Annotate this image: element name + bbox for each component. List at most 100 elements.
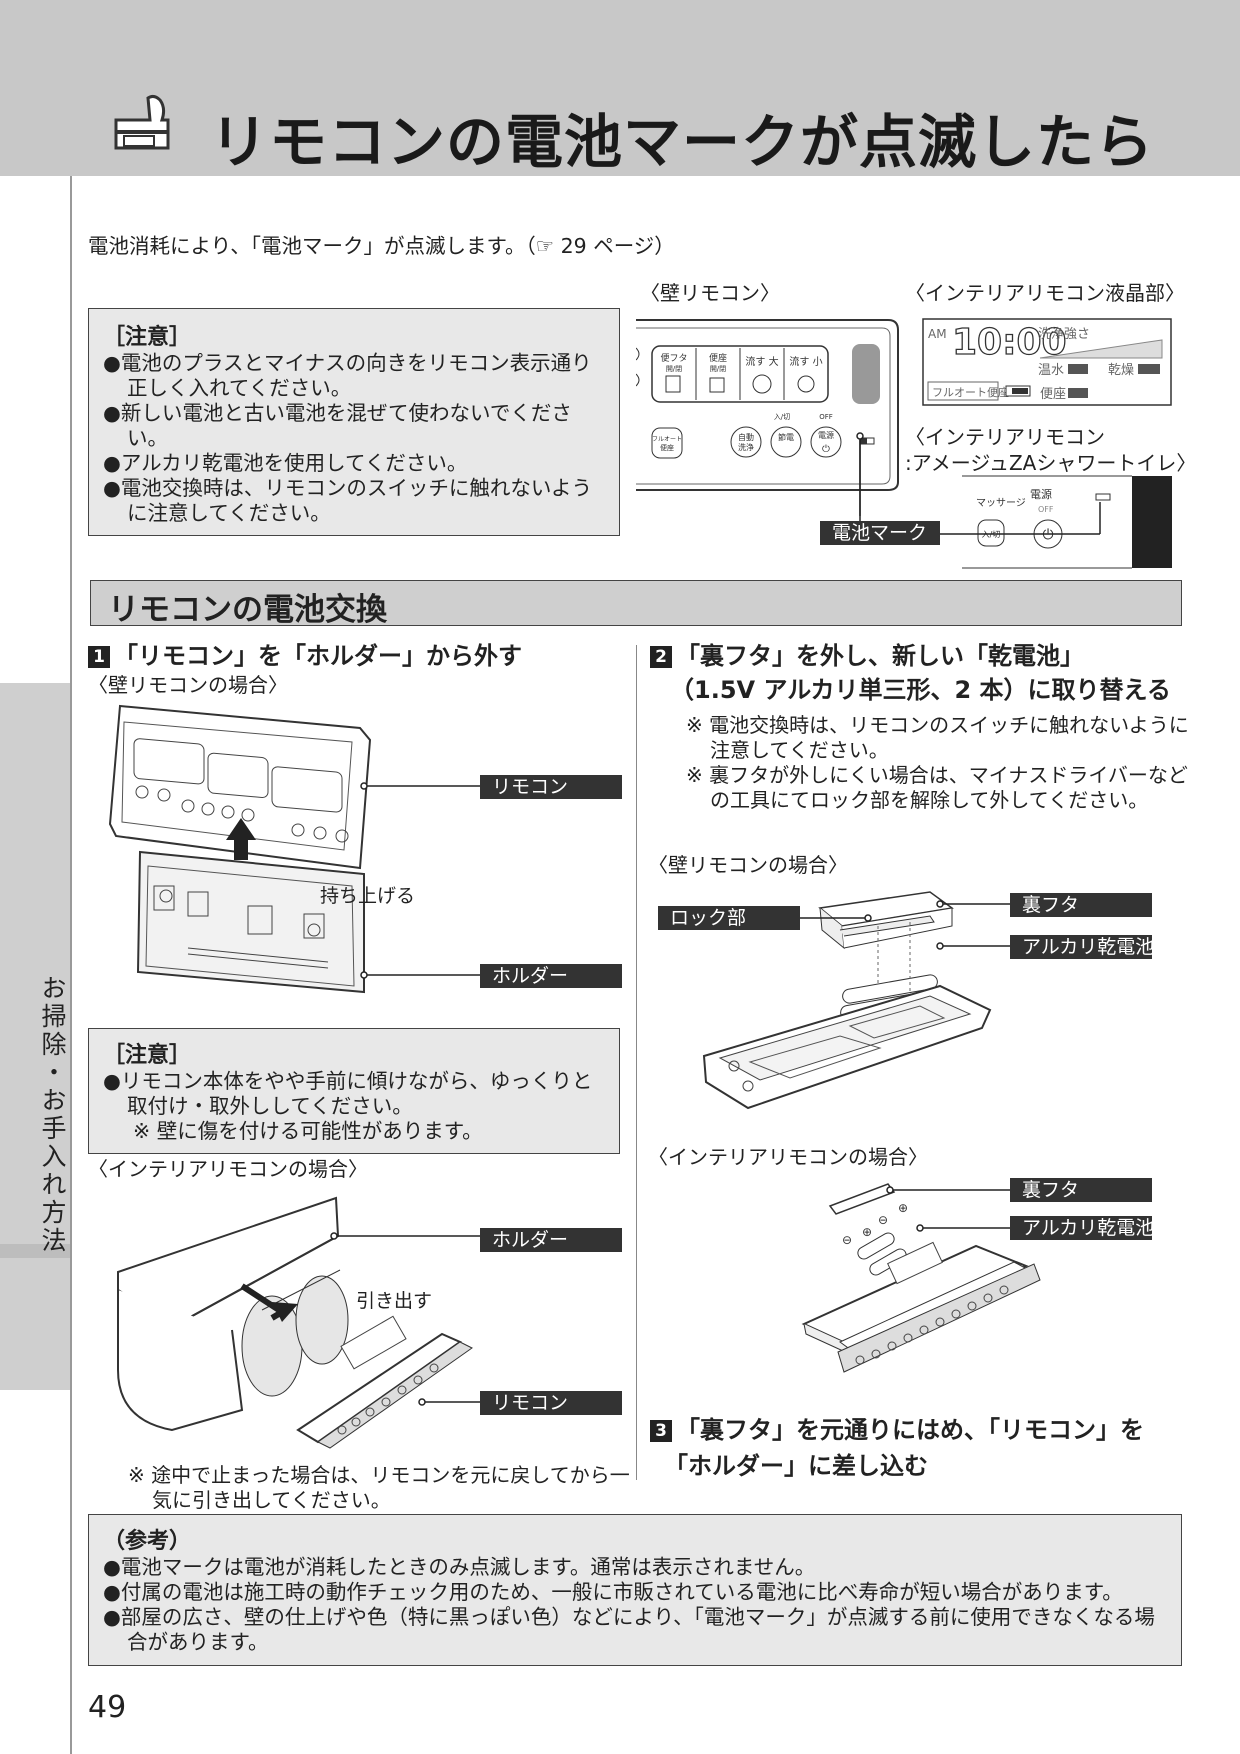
label-back-cover: 裏フタ [1010,893,1152,917]
step2-title: 2「裏フタ」を外し、新しい「乾電池」 [650,640,1084,672]
interior-remote-caption-2: :アメージュZAシャワートイレ〉 [905,451,1197,475]
step1-wall-remote-illustration [108,704,372,994]
reference-item: ●部屋の広さ、壁の仕上げや色（特に黒っぽい色）などにより、「電池マーク」が点滅す… [103,1605,1155,1654]
step1-number: 1 [88,646,110,668]
svg-text:洗浄: 洗浄 [738,442,754,452]
svg-text:⏻: ⏻ [822,444,830,455]
intro-text: 電池消耗により、「電池マーク」が点滅します。（☞ 29 ページ） [88,234,675,258]
step1-interior-remote-illustration [117,1196,473,1449]
step2-title-line2: （1.5V アルカリ単三形、2 本）に取り替える [670,676,1171,704]
svg-text:⏻: ⏻ [1042,527,1053,543]
section-title: リモコンの電池交換 [108,592,387,628]
step2-title-line1: 「裏フタ」を外し、新しい「乾電池」 [676,642,1084,670]
caution-title: ［注意］ [103,325,192,350]
svg-text:温水: 温水 [1038,363,1064,378]
svg-text:節電: 節電 [778,432,794,442]
step1-caution-box: ［注意］ ●リモコン本体をやや手前に傾けながら、ゆっくりと取付け・取外ししてくだ… [88,1028,620,1154]
interior-remote-illustration: マッサージ 電源 OFF 入/切 ⏻ [962,475,1172,569]
svg-text:フルオート: フルオート [652,436,682,443]
reference-item: ●電池マークは電池が消耗したときのみ点滅します。通常は表示されません。 [103,1555,816,1579]
step3-title: 3「裏フタ」を元通りにはめ、「リモコン」を [650,1414,1144,1446]
wall-remote-illustration: 便フタ 開/閉 便座 開/閉 流す 大 流す 小 フルオート 便座 自動 洗浄 … [636,319,899,491]
step1-interior-case: 〈インテリアリモコンの場合〉 [88,1157,368,1181]
step1-caution-item: ●リモコン本体をやや手前に傾けながら、ゆっくりと取付け・取外ししてください。 [103,1069,593,1118]
step2-interior-leaders [886,1186,1014,1232]
svg-text:乾燥: 乾燥 [1108,363,1134,378]
label-lock: ロック部 [658,906,800,930]
chapter-tab-label: お掃除・お手入れ方法 [38,975,67,1255]
svg-text:便座: 便座 [1040,387,1066,402]
label-back-cover-interior: 裏フタ [1010,1178,1152,1202]
step2-number: 2 [650,646,672,668]
label-holder: ホルダー [480,964,622,988]
svg-text:洗浄強さ: 洗浄強さ [1038,327,1090,342]
chapter-tab [0,683,70,1390]
margin-rule [70,176,72,1754]
svg-text:⊕: ⊕ [862,1225,872,1239]
step3-number: 3 [650,1420,672,1442]
step2-wall-remote-illustration [702,891,992,1110]
lcd-illustration: AM 10:00 洗浄強さ 温水 乾燥 フルオート便座 便座 [922,318,1172,406]
svg-text:⊖: ⊖ [842,1233,852,1247]
svg-text:便座: 便座 [660,443,674,452]
label-remocon-interior: リモコン [480,1391,622,1415]
interior-remote-caption: 〈インテリアリモコン [905,425,1105,449]
svg-text:AM: AM [928,327,947,341]
remote-battery-icon [110,92,174,158]
svg-text:開/閉: 開/閉 [710,365,726,373]
svg-text:フルオート便座: フルオート便座 [932,385,1009,399]
svg-text:電源: 電源 [818,431,834,440]
label-lift: 持ち上げる [320,885,416,907]
caution-item: ●アルカリ乾電池を使用してください。 [103,451,468,475]
svg-text:入/切: 入/切 [774,413,790,421]
label-alkaline-battery-interior: アルカリ乾電池 [1010,1216,1154,1240]
step1-caution-title: ［注意］ [103,1043,192,1068]
section-header [90,580,1182,626]
lcd-caption: 〈インテリアリモコン液晶部〉 [905,281,1185,305]
svg-text:電源: 電源 [1030,487,1052,501]
step2-wall-case: 〈壁リモコンの場合〉 [648,853,848,877]
caution-item: ●新しい電池と古い電池を混ぜて使わないでください。 [103,401,572,450]
svg-text:マッサージ: マッサージ [976,497,1026,509]
step2-note: ※ 電池交換時は、リモコンのスイッチに触れないように注意してください。 [686,713,1189,762]
step3-title-line1: 「裏フタ」を元通りにはめ、「リモコン」を [676,1416,1144,1444]
svg-text:OFF: OFF [819,413,833,421]
reference-box: （参考） ●電池マークは電池が消耗したときのみ点滅します。通常は表示されません。… [88,1514,1182,1666]
caution-item: ●電池交換時は、リモコンのスイッチに触れないように注意してください。 [103,476,592,525]
svg-text:便座: 便座 [709,352,727,364]
svg-text:OFF: OFF [1038,505,1054,514]
svg-text:開/閉: 開/閉 [666,365,682,373]
step3-title-line2: 「ホルダー」に差し込む [664,1452,928,1480]
step2-note: ※ 裏フタが外しにくい場合は、マイナスドライバーなどの工具にてロック部を解除して… [686,763,1188,812]
caution-item: ●電池のプラスとマイナスの向きをリモコン表示通り正しく入れてください。 [103,351,592,400]
svg-text:⊕: ⊕ [898,1201,908,1215]
step2-wall-leaders [800,900,1010,950]
reference-title: （参考） [103,1529,192,1554]
step1-title: 1「リモコン」を「ホルダー」から外す [88,640,522,672]
battery-mark-label: 電池マーク [820,521,940,545]
step1-caution-note: ※ 壁に傷を付ける可能性があります。 [133,1119,483,1143]
step1-interior-leaders [330,1232,480,1406]
svg-text:流す 小: 流す 小 [789,355,822,368]
page-title: リモコンの電池マークが点滅したら [210,108,1155,176]
page-header [0,0,1240,176]
caution-box: ［注意］ ●電池のプラスとマイナスの向きをリモコン表示通り正しく入れてください。… [88,308,620,536]
step1-note: ※ 途中で止まった場合は、リモコンを元に戻してから一気に引き出してください。 [128,1463,630,1512]
chapter-tab-divider [0,1244,70,1258]
step1-title-text: 「リモコン」を「ホルダー」から外す [114,642,522,670]
label-remocon: リモコン [480,775,622,799]
column-divider [636,645,637,1480]
page-number: 49 [88,1690,127,1725]
battery-mark-pointer [856,432,864,516]
step2-interior-remote-illustration: ⊖ ⊕ ⊖ ⊕ [801,1183,1041,1373]
label-alkaline-battery: アルカリ乾電池 [1010,935,1154,959]
svg-text:⊖: ⊖ [878,1213,888,1227]
label-pull: 引き出す [356,1290,433,1312]
reference-item: ●付属の電池は施工時の動作チェック用のため、一般に市販されている電池に比べ寿命が… [103,1580,1123,1604]
step1-wall-leaders [360,782,480,979]
svg-text:便フタ: 便フタ [660,352,687,364]
wall-remote-caption: 〈壁リモコン〉 [640,281,780,305]
label-holder-interior: ホルダー [480,1228,622,1252]
step1-wall-case: 〈壁リモコンの場合〉 [88,673,288,697]
svg-text:自動: 自動 [738,432,754,442]
